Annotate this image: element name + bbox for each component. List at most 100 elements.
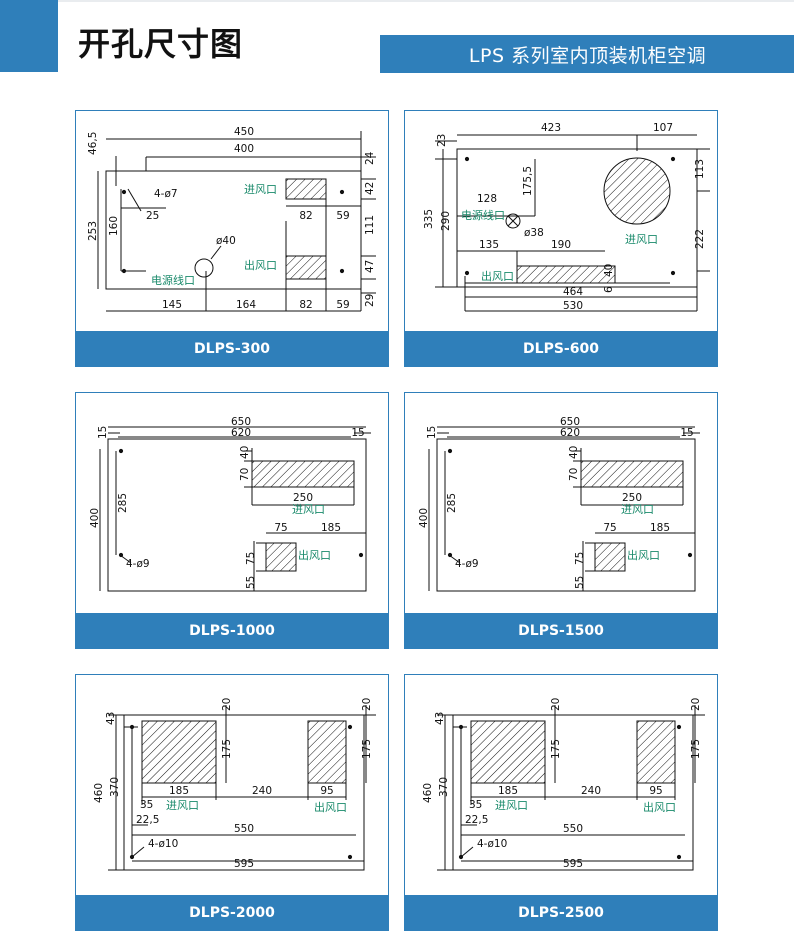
dim-label: 128 <box>477 193 497 205</box>
cutout-drawing-dlps-600: 423 107 23 335 290 175,5 128 ø38 电源线口 进风… <box>423 122 710 312</box>
dim-label: 20 <box>690 698 702 711</box>
dim-label: 423 <box>541 122 561 134</box>
dim-label: 70 <box>239 468 251 481</box>
dim-label: 370 <box>438 777 450 797</box>
dim-label: 59 <box>336 210 349 222</box>
dim-label: 24 <box>364 151 376 165</box>
dim-label: 240 <box>252 785 272 797</box>
dim-label: 40 <box>239 446 251 459</box>
dim-label: 4-ø9 <box>126 558 150 570</box>
dim-label: 4-ø9 <box>455 558 479 570</box>
dim-label: 253 <box>87 221 99 241</box>
inlet-label: 进风口 <box>292 503 325 516</box>
dim-label: 164 <box>236 299 256 311</box>
dim-label: 145 <box>162 299 182 311</box>
cutout-drawing-dlps-2000: 43 20 20 175 175 460 370 185 240 95 35 进… <box>93 698 376 871</box>
dim-label: 113 <box>694 159 706 179</box>
dim-label: 620 <box>560 427 580 439</box>
dim-label: 460 <box>93 783 105 803</box>
drawing-card-dlps-2000: 43 20 20 175 175 460 370 185 240 95 35 进… <box>75 674 389 931</box>
dim-label: 450 <box>234 126 254 138</box>
dim-label: 370 <box>109 777 121 797</box>
dim-label: 175 <box>221 739 233 759</box>
dim-label: 43 <box>434 712 446 725</box>
power-label: 电源线口 <box>461 208 505 222</box>
outlet-label: 出风口 <box>314 800 347 814</box>
cutout-drawing-dlps-300: 450 400 46,5 253 160 4-ø7 25 ø40 进风口 出风口… <box>87 126 376 312</box>
dim-label: 595 <box>563 858 583 870</box>
dim-label: 35 <box>140 799 153 811</box>
dim-label: 222 <box>694 229 706 249</box>
dim-label: 82 <box>299 299 312 311</box>
dim-label: 6 <box>603 286 615 293</box>
dim-label: 550 <box>234 823 254 835</box>
dim-label: 20 <box>361 698 373 711</box>
cutout-drawing-dlps-1500: 650 620 15 15 400 285 4-ø9 70 40 250 进风口… <box>418 416 700 592</box>
dim-label: 95 <box>320 785 333 797</box>
dim-label: 290 <box>440 211 452 231</box>
inlet-label: 进风口 <box>166 799 199 812</box>
dim-label: 59 <box>336 299 349 311</box>
dim-label: 82 <box>299 210 312 222</box>
cutout-drawing-dlps-2500: 43 20 20 175 175 460 370 185 240 95 35 进… <box>422 698 705 871</box>
dim-label: 95 <box>649 785 662 797</box>
dim-label: 160 <box>108 216 120 236</box>
dim-label: 650 <box>560 416 580 428</box>
dim-label: 400 <box>234 143 254 155</box>
model-caption: DLPS-1500 <box>404 613 718 649</box>
dim-label: 75 <box>245 552 257 565</box>
model-caption: DLPS-300 <box>75 331 389 367</box>
drawing-card-dlps-2500: 43 20 20 175 175 460 370 185 240 95 35 进… <box>404 674 718 931</box>
dim-label: 42 <box>364 182 376 195</box>
dim-label: 285 <box>446 493 458 513</box>
dim-label: 20 <box>221 698 233 711</box>
accent-block <box>0 0 58 72</box>
dim-label: 175 <box>361 739 373 759</box>
dim-label: 175 <box>690 739 702 759</box>
dim-label: 75 <box>603 522 616 534</box>
dim-label: 4-ø7 <box>154 188 178 200</box>
drawing-card-dlps-600: 423 107 23 335 290 175,5 128 ø38 电源线口 进风… <box>404 110 718 367</box>
inlet-label: 进风口 <box>495 799 528 812</box>
dim-label: 70 <box>568 468 580 481</box>
outlet-label: 出风口 <box>643 800 676 814</box>
dim-label: 46,5 <box>87 132 99 155</box>
dim-label: 40 <box>603 264 615 277</box>
power-label: 电源线口 <box>151 273 195 287</box>
model-caption: DLPS-600 <box>404 331 718 367</box>
dim-label: 111 <box>364 215 376 235</box>
dim-label: 185 <box>498 785 518 797</box>
series-banner: LPS 系列室内顶装机柜空调 <box>380 35 794 73</box>
dim-label: 175 <box>550 739 562 759</box>
dim-label: 25 <box>146 210 159 222</box>
dim-label: 285 <box>117 493 129 513</box>
dim-label: 4-ø10 <box>477 838 507 850</box>
dim-label: 135 <box>479 239 499 251</box>
dim-label: 185 <box>169 785 189 797</box>
dim-label: 460 <box>422 783 434 803</box>
dim-label: 400 <box>89 508 101 528</box>
dim-label: 35 <box>469 799 482 811</box>
outlet-label: 出风口 <box>481 269 514 283</box>
dim-label: 250 <box>293 492 313 504</box>
dim-label: 190 <box>551 239 571 251</box>
outlet-label: 出风口 <box>627 548 660 562</box>
dim-label: 22,5 <box>465 814 488 826</box>
dim-label: 20 <box>550 698 562 711</box>
dim-label: 15 <box>426 426 438 439</box>
dim-label: 4-ø10 <box>148 838 178 850</box>
dim-label: 335 <box>423 209 435 229</box>
dim-label: 15 <box>680 427 693 439</box>
dim-label: 464 <box>563 286 583 298</box>
dim-label: 650 <box>231 416 251 428</box>
dim-label: 15 <box>97 426 109 439</box>
dim-label: 595 <box>234 858 254 870</box>
page-title: 开孔尺寸图 <box>78 25 244 63</box>
dim-label: 250 <box>622 492 642 504</box>
dim-label: 40 <box>568 446 580 459</box>
model-caption: DLPS-2500 <box>404 895 718 931</box>
dim-label: 43 <box>105 712 117 725</box>
model-caption: DLPS-2000 <box>75 895 389 931</box>
dim-label: 240 <box>581 785 601 797</box>
dim-label: 550 <box>563 823 583 835</box>
